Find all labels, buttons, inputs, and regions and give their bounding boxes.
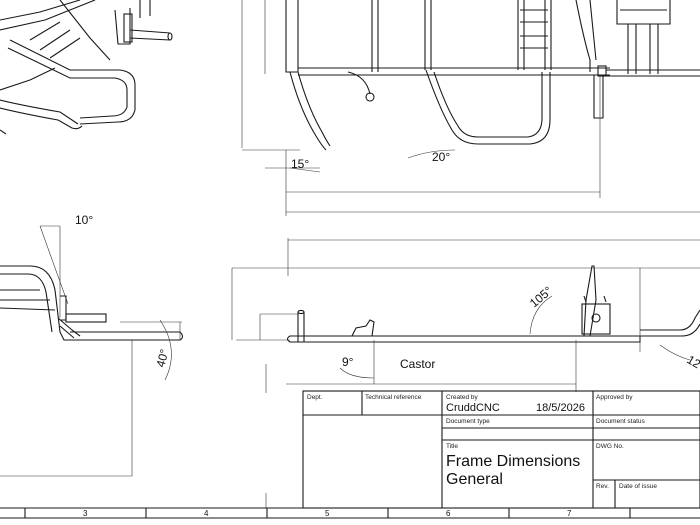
- zone-marker-5: 5: [325, 509, 330, 518]
- zone-marker-3: 3: [83, 509, 88, 518]
- zone-strip: [0, 493, 700, 519]
- rev-label: Rev.: [596, 483, 609, 490]
- plan-frame-view: [241, 0, 700, 216]
- date-issue-label: Date of issue: [619, 483, 657, 490]
- zone-marker-7: 7: [567, 509, 572, 518]
- techref-label: Technical reference: [365, 394, 422, 401]
- approved-by-label: Approved by: [596, 394, 633, 401]
- angle-front-right-label: 20°: [432, 150, 450, 164]
- angle-castor-label: 9°: [342, 355, 354, 369]
- created-date: 18/5/2026: [536, 402, 585, 414]
- isometric-frame-view: [0, 0, 173, 135]
- dwg-no-label: DWG No.: [596, 443, 624, 450]
- angle-edge-label: 12: [685, 352, 700, 371]
- angle-backrest-label: 105°: [527, 283, 555, 310]
- zone-marker-6: 6: [446, 509, 451, 518]
- drawing-title-line2: General: [446, 471, 503, 488]
- doc-type-label: Document type: [446, 418, 490, 425]
- title-label: Title: [446, 443, 458, 450]
- created-by-value: CruddCNC: [446, 402, 500, 414]
- angle-front-left-label: 15°: [291, 157, 309, 171]
- angle-side-top-label: 10°: [75, 213, 93, 227]
- drawing-title-line1: Frame Dimensions: [446, 453, 580, 470]
- doc-status-label: Document status: [596, 418, 646, 425]
- dept-label: Dept.: [307, 394, 323, 401]
- castor-label: Castor: [400, 357, 435, 371]
- left-side-view: [0, 225, 184, 477]
- created-by-label: Created by: [446, 394, 479, 401]
- zone-marker-4: 4: [204, 509, 209, 518]
- angle-side-bottom-label: 40°: [153, 347, 171, 368]
- side-elevation-view: [231, 238, 700, 393]
- title-block: [302, 390, 700, 509]
